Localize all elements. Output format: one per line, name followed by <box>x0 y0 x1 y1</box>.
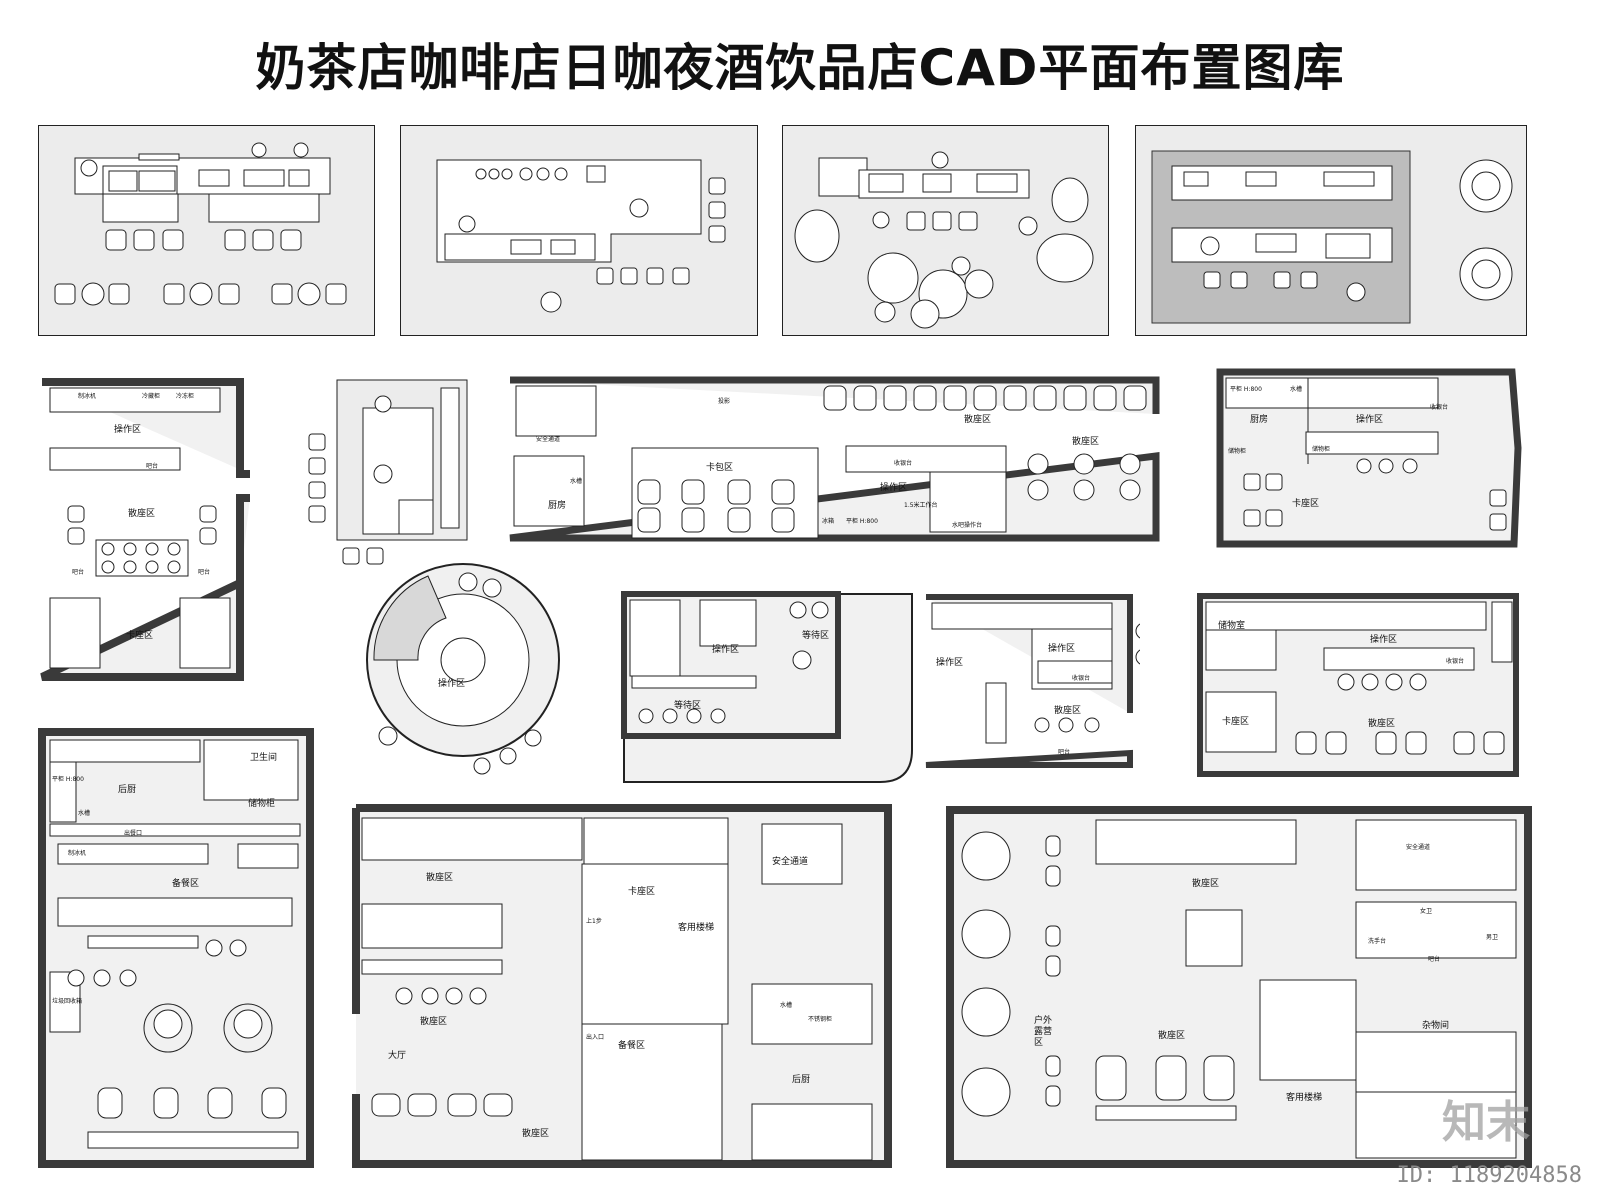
label-waiting2: 等待区 <box>674 701 702 711</box>
label-kitchen: 后厨 <box>792 1075 811 1085</box>
label-exit: 安全通道 <box>536 436 561 443</box>
label-seating: 散座区 <box>128 509 156 519</box>
label-sink: 水槽 <box>780 1002 793 1009</box>
floor-plan-4 <box>1135 125 1527 336</box>
label-outdoor: 户外露营区 <box>1034 1016 1053 1048</box>
label-op2: 操作区 <box>1048 644 1076 654</box>
label-cabinet: 储物柜 <box>248 799 276 809</box>
label-booth: 卡座区 <box>628 887 656 897</box>
label-toilet: 卫生间 <box>250 753 278 763</box>
label-water: 水吧操作台 <box>952 522 983 529</box>
label-booth: 卡包区 <box>706 463 734 473</box>
floor-plan-14: 散座区 卡座区 客用楼梯 安全通道 散座区 大厅 散座区 备餐区 后厨 上1步 … <box>322 804 896 1168</box>
floor-plan-6 <box>305 374 475 578</box>
label-op: 操作区 <box>1356 415 1384 425</box>
label-wash: 洗手台 <box>1368 938 1387 945</box>
label-cashier: 收银台 <box>1072 675 1091 682</box>
label-kitchen: 后厨 <box>118 785 137 795</box>
label-workbench: 1.5米工作台 <box>904 502 938 509</box>
label-flat: 平柜 H:800 <box>846 518 878 525</box>
floor-plan-12: 储物室 操作区 收银台 卡座区 散座区 <box>1196 592 1526 784</box>
watermark-logo: 知末 <box>1442 1097 1530 1148</box>
floor-plan-8: 平柜 H:800 水槽 厨房 操作区 收银台 储物柜 卡座区 储物柜 <box>1216 368 1534 552</box>
label-stairs: 客用楼梯 <box>678 923 715 933</box>
label-sundry: 杂物间 <box>1422 1021 1450 1031</box>
label-ice: 冰箱 <box>822 518 835 525</box>
floor-plan-13: 平柜 H:800 水槽 后厨 卫生间 储物柜 出餐口 制冰机 备餐区 垃圾回收箱 <box>38 728 314 1168</box>
label-sink: 水槽 <box>570 478 583 485</box>
label-seating1: 散座区 <box>1192 879 1220 889</box>
label-kitchen: 厨房 <box>548 501 567 511</box>
label-serve: 出餐口 <box>124 830 143 837</box>
floor-plan-3 <box>782 125 1109 336</box>
label-booth: 卡座区 <box>1292 499 1320 509</box>
label-prep: 备餐区 <box>618 1041 646 1051</box>
label-trash: 垃圾回收箱 <box>52 998 83 1005</box>
label-sink: 水槽 <box>78 810 91 817</box>
label-male: 男卫 <box>1486 934 1499 941</box>
label-ice: 制冰机 <box>68 850 87 857</box>
label-flat: 平柜 H:800 <box>1230 386 1262 393</box>
label-cabinet: 储物柜 <box>1312 446 1331 453</box>
label-bar: 吧台 <box>1428 956 1441 963</box>
label-step: 上1步 <box>586 918 602 925</box>
label-cashier: 收银台 <box>1446 658 1465 665</box>
label-op: 操作区 <box>1370 635 1398 645</box>
label-seating3: 散座区 <box>522 1129 550 1139</box>
label-op: 操作区 <box>712 645 740 655</box>
floor-plan-10: 操作区 等待区 等待区 <box>620 590 916 790</box>
label-exit: 安全通道 <box>772 857 809 867</box>
label-bar1: 吧台 <box>146 463 159 470</box>
floor-plan-7: 投影 安全通道 卡包区 厨房 散座区 散座区 操作区 收银台 水槽 1.5米工作… <box>506 376 1171 550</box>
watermark-id: ID: 1189204858 <box>1396 1163 1582 1188</box>
label-seating1: 散座区 <box>426 873 454 883</box>
label-steel: 不锈钢柜 <box>808 1016 833 1023</box>
label-booth: 卡座区 <box>126 631 154 641</box>
label-kitchen: 厨房 <box>1250 415 1269 425</box>
label-cold: 冷藏柜 <box>142 393 161 400</box>
floor-plan-5: 冷藏柜 冷冻柜 制冰机 操作区 吧台 散座区 吧台 吧台 卡座区 <box>38 378 250 681</box>
label-prep: 备餐区 <box>172 879 200 889</box>
label-waiting: 等待区 <box>802 631 830 641</box>
label-projection: 投影 <box>718 398 731 405</box>
label-storage: 储物室 <box>1218 621 1246 631</box>
label-bar3: 吧台 <box>198 569 211 576</box>
label-storage: 储物柜 <box>1228 448 1247 455</box>
label-bar: 吧台 <box>1058 749 1071 756</box>
label-exit: 安全通道 <box>1406 844 1431 851</box>
label-freezer: 冷冻柜 <box>176 393 195 400</box>
label-cashier: 收银台 <box>894 460 913 467</box>
floor-plan-2 <box>400 125 758 336</box>
label-flat: 平柜 H:800 <box>52 776 84 783</box>
floor-plan-15: 散座区 安全通道 女卫 男卫 洗手台 户外露营区 散座区 杂物间 客用楼梯 吧台 <box>946 806 1532 1168</box>
label-serve: 出入口 <box>586 1034 605 1041</box>
label-op: 操作区 <box>114 425 142 435</box>
floor-plan-11: 操作区 操作区 散座区 收银台 吧台 <box>922 593 1140 775</box>
label-female: 女卫 <box>1420 908 1433 915</box>
label-seating2: 散座区 <box>1072 437 1100 447</box>
label-op: 操作区 <box>438 679 466 689</box>
label-seating: 散座区 <box>1368 719 1396 729</box>
label-bar2: 吧台 <box>72 569 85 576</box>
floor-plan-9: 操作区 <box>358 558 568 790</box>
label-op1: 操作区 <box>936 658 964 668</box>
label-seating2: 散座区 <box>1158 1031 1186 1041</box>
label-sink: 水槽 <box>1290 386 1303 393</box>
page-title: 奶茶店咖啡店日咖夜酒饮品店CAD平面布置图库 <box>255 39 1345 97</box>
label-seating2: 散座区 <box>420 1017 448 1027</box>
floor-plan-1 <box>38 125 375 336</box>
label-seating: 散座区 <box>964 415 992 425</box>
label-hall: 大厅 <box>388 1051 407 1061</box>
label-seating: 散座区 <box>1054 706 1082 716</box>
label-op: 操作区 <box>880 483 908 493</box>
label-ice: 制冰机 <box>78 393 97 400</box>
label-cashier: 收银台 <box>1430 404 1449 411</box>
label-booth: 卡座区 <box>1222 717 1250 727</box>
label-stairs: 客用楼梯 <box>1286 1093 1323 1103</box>
